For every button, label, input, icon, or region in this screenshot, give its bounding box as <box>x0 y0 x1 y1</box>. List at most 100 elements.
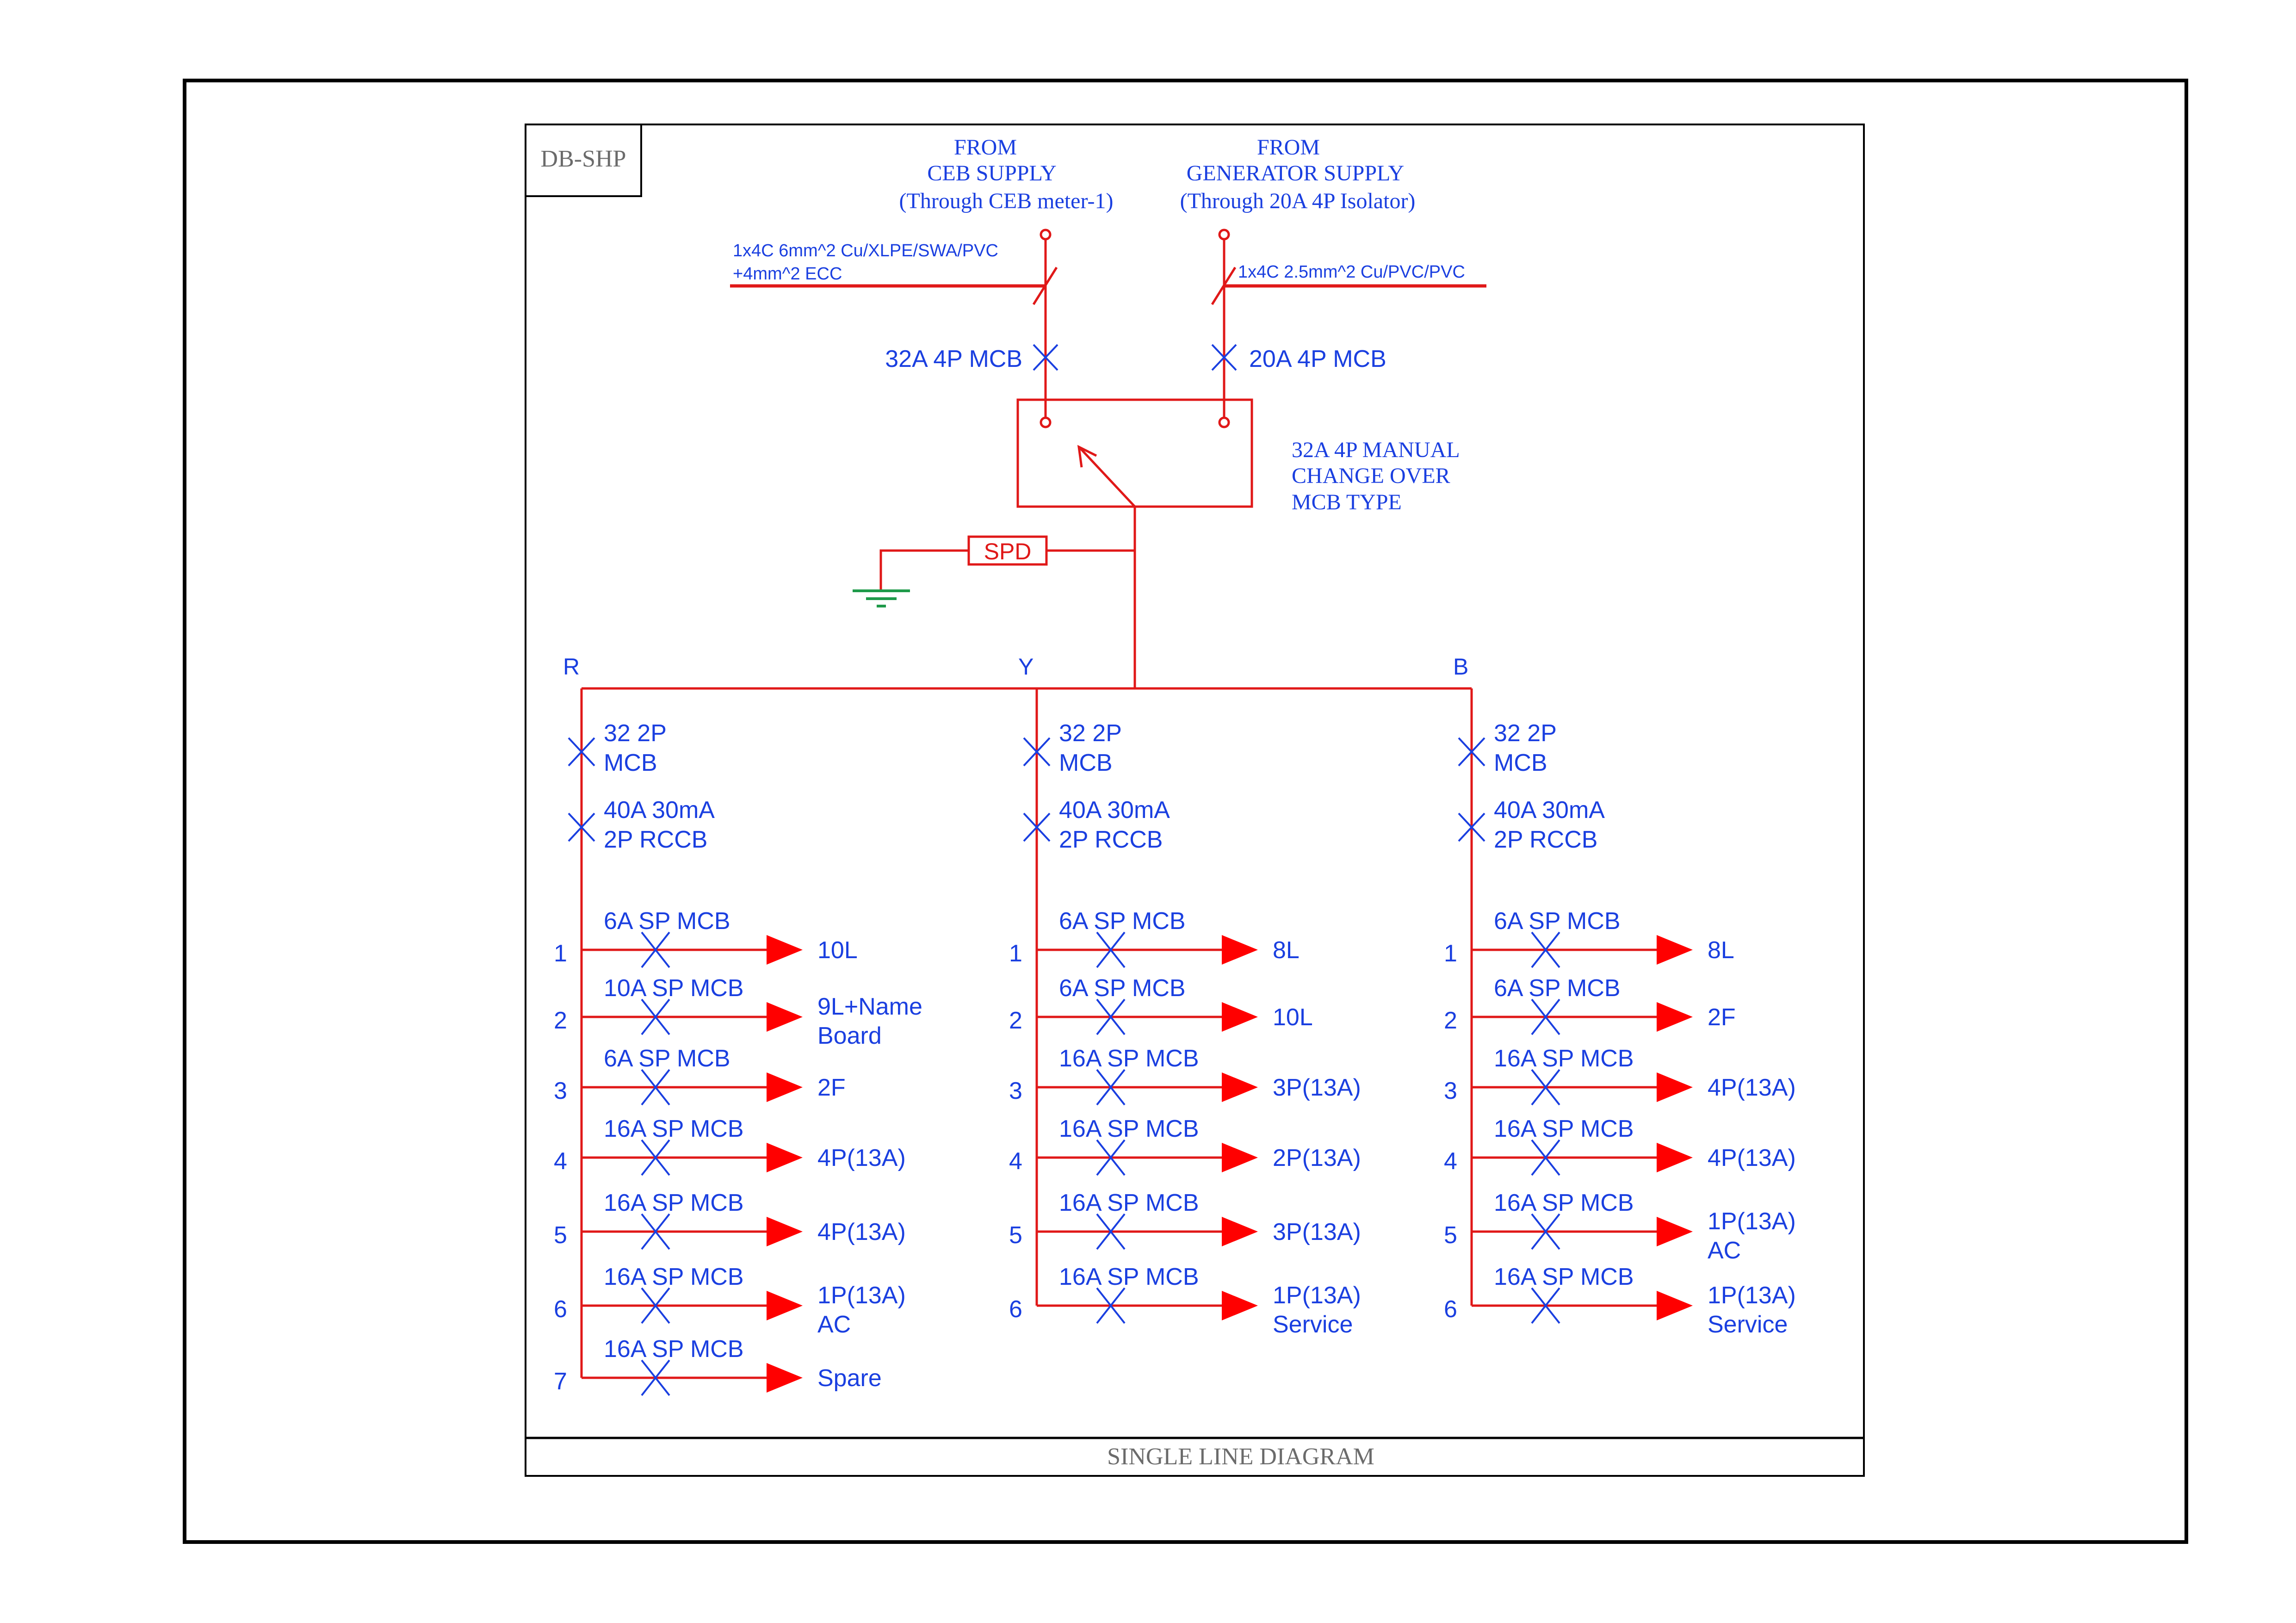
load-arrow-icon <box>767 1217 803 1246</box>
generator-cable-spec: 1x4C 2.5mm^2 Cu/PVC/PVC <box>1238 262 1465 282</box>
load-label: 3P(13A) <box>1273 1074 1361 1101</box>
ceb-breaker-symbol <box>1033 344 1058 371</box>
load-label: 8L <box>1708 937 1734 964</box>
load-label-1: 9L+Name <box>817 993 922 1020</box>
main-breaker-icon <box>1023 737 1051 767</box>
circuit-number: 5 <box>1444 1222 1457 1249</box>
circuit-breaker-icon <box>1531 998 1560 1035</box>
phase-label-Y: Y <box>1018 654 1034 680</box>
circuit-breaker-label: 6A SP MCB <box>604 1045 730 1072</box>
circuit-number: 6 <box>554 1296 567 1323</box>
ceb-cable-spec-2: +4mm^2 ECC <box>733 264 842 284</box>
changeover-blade <box>1080 448 1136 508</box>
load-label: 2P(13A) <box>1273 1145 1361 1171</box>
circuit-breaker-label: 16A SP MCB <box>604 1189 744 1216</box>
circuit-breaker-icon <box>641 1359 670 1396</box>
ceb-breaker-label: 32A 4P MCB <box>885 346 1022 372</box>
load-arrow-icon <box>1222 1072 1258 1102</box>
load-label-1: 1P(13A) <box>1708 1208 1796 1235</box>
load-arrow-icon <box>1222 935 1258 965</box>
circuit-breaker-icon <box>641 1139 670 1176</box>
ceb-supply-heading: FROM CEB SUPPLY (Through CEB meter-1) <box>899 135 1114 213</box>
rccb-icon <box>1023 812 1051 842</box>
load-label-1: 1P(13A) <box>1273 1282 1361 1309</box>
circuit-breaker-label: 16A SP MCB <box>1059 1264 1199 1290</box>
circuit-number: 4 <box>554 1148 567 1175</box>
load-label: Spare <box>817 1365 882 1392</box>
circuit-breaker-icon <box>1531 1139 1560 1176</box>
load-label-1: 1P(13A) <box>817 1282 906 1309</box>
circuit-breaker-icon <box>1096 998 1126 1035</box>
circuit-breaker-icon <box>1531 1213 1560 1250</box>
rccb-icon <box>1458 812 1485 842</box>
load-label-2: AC <box>1708 1237 1741 1264</box>
circuit-number: 7 <box>554 1368 567 1395</box>
main-breaker-label-1: 32 2P <box>604 720 667 747</box>
load-arrow-icon <box>767 1143 803 1172</box>
circuit-breaker-icon <box>641 998 670 1035</box>
circuit-breaker-label: 16A SP MCB <box>1494 1189 1634 1216</box>
circuit-number: 4 <box>1009 1148 1022 1175</box>
load-arrow-icon <box>1657 1143 1693 1172</box>
spd-label: SPD <box>984 539 1032 564</box>
circuit-number: 1 <box>554 940 567 967</box>
load-arrow-icon <box>1657 935 1693 965</box>
load-arrow-icon <box>1657 1072 1693 1102</box>
circuit-breaker-icon <box>1096 1287 1126 1324</box>
gen-heading-line-3: (Through 20A 4P Isolator) <box>1180 189 1416 213</box>
main-breaker-label-1: 32 2P <box>1494 720 1557 747</box>
circuit-breaker-label: 16A SP MCB <box>604 1264 744 1290</box>
load-arrow-icon <box>1222 1002 1258 1032</box>
circuit-breaker-label: 6A SP MCB <box>604 908 730 935</box>
changeover-contact-generator <box>1218 416 1230 428</box>
load-label: 10L <box>1273 1004 1313 1031</box>
circuit-breaker-icon <box>641 1287 670 1324</box>
main-breaker-icon <box>1458 737 1485 767</box>
circuit-breaker-label: 6A SP MCB <box>1059 975 1186 1002</box>
load-arrow-icon <box>1657 1002 1693 1032</box>
circuit-number: 6 <box>1444 1296 1457 1323</box>
spd-earth-wire <box>879 549 969 591</box>
ceb-heading-line-3: (Through CEB meter-1) <box>899 189 1114 213</box>
circuit-breaker-icon <box>1096 1213 1126 1250</box>
load-arrow-icon <box>767 935 803 965</box>
rccb-label-1: 40A 30mA <box>604 797 715 824</box>
circuit-number: 5 <box>554 1222 567 1249</box>
circuit-number: 3 <box>554 1078 567 1104</box>
circuit-number: 5 <box>1009 1222 1022 1249</box>
circuit-number: 2 <box>1444 1007 1457 1034</box>
rccb-icon <box>568 812 595 842</box>
load-label: 4P(13A) <box>1708 1074 1796 1101</box>
circuit-breaker-label: 16A SP MCB <box>1059 1045 1199 1072</box>
load-arrow-icon <box>767 1291 803 1320</box>
load-label-2: AC <box>817 1311 851 1338</box>
changeover-label-3: MCB TYPE <box>1292 490 1402 514</box>
circuit-breaker-icon <box>641 1069 670 1106</box>
circuit-number: 2 <box>1009 1007 1022 1034</box>
load-label-1: 1P(13A) <box>1708 1282 1796 1309</box>
generator-terminal <box>1218 229 1230 241</box>
changeover-arrowhead <box>1077 445 1097 468</box>
circuit-breaker-label: 16A SP MCB <box>1059 1189 1199 1216</box>
rccb-label-2: 2P RCCB <box>604 826 707 853</box>
generator-cable-tick <box>1211 266 1237 305</box>
main-breaker-label-2: MCB <box>1059 750 1113 776</box>
circuit-breaker-label: 16A SP MCB <box>604 1115 744 1142</box>
sheet-border <box>183 79 2188 1544</box>
circuit-number: 1 <box>1009 940 1022 967</box>
ceb-heading-line-2: CEB SUPPLY <box>927 161 1056 186</box>
circuit-number: 3 <box>1444 1078 1457 1104</box>
changeover-label: 32A 4P MANUAL CHANGE OVER MCB TYPE <box>1292 438 1460 514</box>
circuit-breaker-label: 6A SP MCB <box>1494 908 1621 935</box>
load-arrow-icon <box>1222 1143 1258 1172</box>
title-block-text: SINGLE LINE DIAGRAM <box>1107 1443 1374 1470</box>
panel-name: DB-SHP <box>541 146 626 172</box>
changeover-label-2: CHANGE OVER <box>1292 464 1450 488</box>
panel-name-box <box>525 124 642 197</box>
load-label: 8L <box>1273 937 1300 964</box>
rccb-label-2: 2P RCCB <box>1494 826 1597 853</box>
circuit-number: 4 <box>1444 1148 1457 1175</box>
circuit-breaker-label: 16A SP MCB <box>1059 1115 1199 1142</box>
